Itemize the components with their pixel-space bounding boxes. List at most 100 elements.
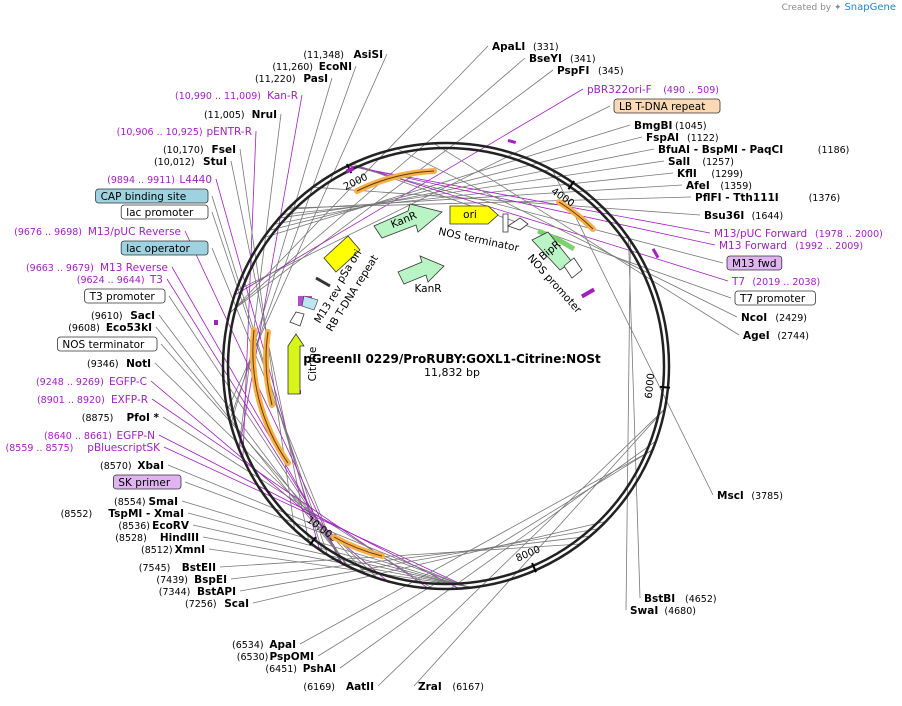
- leader-line: [227, 69, 554, 315]
- backbone-outer: [221, 141, 671, 591]
- leader-line: [413, 407, 667, 687]
- site-name: BstBI: [644, 593, 675, 605]
- site-name: AfeI: [686, 180, 710, 192]
- site-position: (10,012): [154, 157, 195, 168]
- label-kfli: KflI (1299): [677, 168, 743, 180]
- site-position: (4652): [685, 594, 717, 605]
- label-ecorv: EcoRV(8536): [118, 520, 189, 532]
- tick-mark: [308, 536, 317, 546]
- leader-line: [261, 124, 631, 239]
- site-name: PasI: [303, 73, 328, 85]
- leader-line: [432, 142, 740, 336]
- label-m13fwd: M13 Forward(1992 .. 2009): [719, 240, 863, 252]
- site-name: AsiSI: [354, 49, 383, 61]
- site-labels: AsiSI(11,348)EcoNI(11,260)PasI(11,220)Ka…: [6, 41, 883, 693]
- site-name: KflI: [677, 168, 697, 180]
- site-name: Bsu36I: [704, 210, 744, 222]
- site-name: T3: [149, 274, 163, 286]
- site-position: (345): [598, 66, 624, 77]
- label-laco: lac operator: [120, 240, 209, 256]
- leader-line: [230, 160, 310, 544]
- label-m13rev: M13 Reverse(9663 .. 9679): [26, 262, 168, 274]
- leader-line: [163, 446, 471, 589]
- site-position: (1299): [711, 169, 743, 180]
- box-label: SK primer: [118, 477, 170, 489]
- site-position: (11,348): [303, 50, 344, 61]
- leader-line: [184, 481, 472, 589]
- label-pfoi: PfoI *(8875): [82, 412, 160, 424]
- leader-line: [219, 543, 583, 568]
- label-bstapi: BstAPI(7344): [159, 586, 236, 598]
- site-position: (9608): [68, 323, 100, 334]
- kanr-top-arrow: [373, 203, 443, 239]
- site-name: M13/pUC Forward: [714, 228, 807, 240]
- feature-arc-core: [252, 329, 289, 464]
- site-position: (9894 .. 9911): [107, 175, 175, 186]
- leader-line: [158, 434, 462, 590]
- label-t7: T7(2019 .. 2038): [731, 276, 820, 288]
- tick-label: 6000: [644, 373, 657, 399]
- site-position: (11,260): [272, 62, 313, 73]
- site-position: (8570): [100, 461, 132, 472]
- label-smai: SmaI(8554): [114, 496, 178, 508]
- leader-line: [285, 184, 683, 210]
- label-nrui: NruI(11,005): [204, 109, 277, 121]
- kanr-mid-label: KanR: [414, 283, 441, 295]
- site-name: Kan-R: [267, 90, 298, 102]
- label-kanr-label: Kan-R(10,990 .. 11,009): [175, 90, 298, 102]
- citrine-label: Citrine: [307, 347, 319, 382]
- label-eco53ki: Eco53kI(9608): [68, 322, 152, 334]
- site-position: (6534): [232, 640, 264, 651]
- leader-line: [347, 164, 724, 264]
- label-aatii: AatII(6169): [303, 681, 374, 693]
- m13-fwd-mark: [651, 248, 660, 259]
- leader-line: [229, 77, 333, 427]
- leader-line: [167, 464, 471, 590]
- nos-terminator-arrow: [507, 217, 529, 231]
- label-exfpr: EXFP-R(8901 .. 8920): [37, 394, 148, 406]
- site-name: AgeI: [743, 330, 770, 342]
- feature-arcs: [249, 168, 596, 559]
- site-name: NotI: [126, 358, 151, 370]
- label-egfpn: EGFP-N(8640 .. 8661): [44, 430, 155, 442]
- site-position: (331): [533, 42, 559, 53]
- site-name: PspOMI: [269, 651, 314, 663]
- leader-line: [162, 416, 435, 591]
- leader-line: [252, 520, 608, 604]
- site-position: (8554): [114, 497, 146, 508]
- site-name: ScaI: [224, 598, 249, 610]
- t3-promoter-arrow: [289, 311, 305, 327]
- label-lbtdna: LB T-DNA repeat: [613, 98, 721, 114]
- box-label: M13 fwd: [732, 258, 777, 270]
- label-msci: MscI(3785): [717, 490, 783, 502]
- backbone-inner: [226, 146, 666, 586]
- site-position: (7439): [156, 575, 188, 586]
- site-position: (1978 .. 2000): [815, 229, 883, 240]
- credit-brand: SnapGene: [844, 2, 896, 13]
- site-position: (8536): [118, 521, 150, 532]
- site-position: (1644): [752, 211, 784, 222]
- label-box: [84, 288, 166, 304]
- site-position: (9346): [87, 359, 119, 370]
- feature-arc-core: [333, 536, 383, 557]
- leader-line: [181, 500, 473, 589]
- site-name: L4440: [179, 174, 212, 186]
- leader-line: [277, 160, 665, 219]
- site-position: (1045): [675, 121, 707, 132]
- label-box: [120, 204, 209, 220]
- site-name: T7: [731, 276, 745, 288]
- label-stui: StuI(10,012): [154, 156, 227, 168]
- label-t3p: T3 promoter: [84, 288, 166, 304]
- site-name: EGFP-C: [109, 376, 147, 388]
- label-m13pucrev: M13/pUC Reverse(9676 .. 9698): [14, 226, 181, 238]
- ori-label: ori: [463, 209, 477, 221]
- label-cap: CAP binding site: [95, 188, 209, 204]
- site-name: MscI: [717, 490, 744, 502]
- box-label: T7 promoter: [739, 293, 806, 305]
- site-position: (2429): [775, 313, 807, 324]
- site-name: BspEI: [194, 574, 227, 586]
- snapgene-logo-icon: ✦: [834, 3, 842, 13]
- label-pasi: PasI(11,220): [255, 73, 328, 85]
- leader-line: [339, 439, 658, 669]
- label-zrai: ZraI(6167): [418, 681, 484, 693]
